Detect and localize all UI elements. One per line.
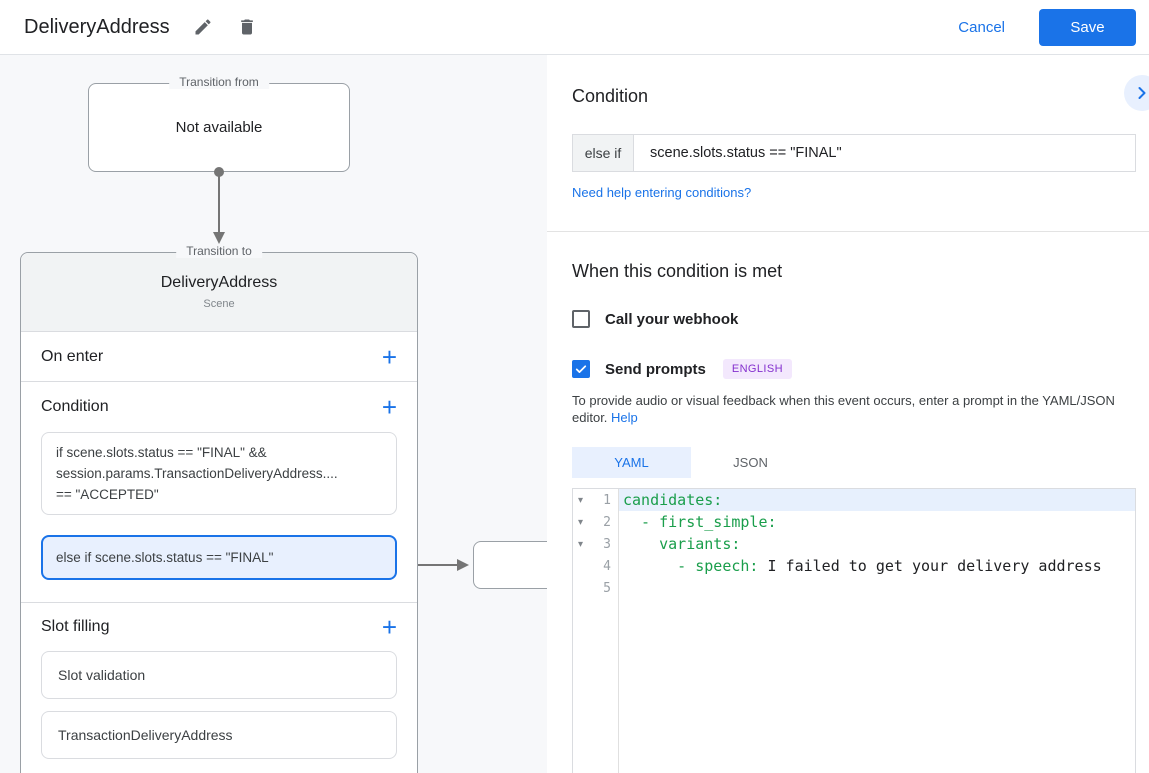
transition-from-value: Not available bbox=[175, 119, 263, 136]
edit-icon[interactable] bbox=[192, 16, 214, 38]
send-prompts-checkbox[interactable] bbox=[572, 360, 590, 378]
flow-canvas: Transition from Not available Transition… bbox=[0, 55, 547, 773]
transition-from-label: Transition from bbox=[169, 75, 269, 89]
gutter-line-2: ▾ 2 bbox=[573, 511, 618, 533]
code-line-5 bbox=[619, 577, 1135, 599]
webhook-label: Call your webhook bbox=[605, 310, 739, 328]
editor-code-area[interactable]: candidates: - first_simple: variants: - … bbox=[619, 489, 1135, 773]
condition-item-1-line-2: session.params.TransactionDeliveryAddres… bbox=[56, 466, 338, 481]
add-on-enter-icon[interactable]: + bbox=[381, 341, 397, 372]
code-line-3: variants: bbox=[619, 533, 1135, 555]
page-title: DeliveryAddress bbox=[24, 15, 170, 38]
line-number: 3 bbox=[603, 536, 611, 552]
feedback-description: To provide audio or visual feedback when… bbox=[572, 392, 1138, 426]
top-bar: DeliveryAddress Cancel Save bbox=[0, 0, 1149, 55]
fold-icon[interactable]: ▾ bbox=[577, 538, 584, 550]
code-line-4: - speech: I failed to get your delivery … bbox=[619, 555, 1135, 577]
when-met-title: When this condition is met bbox=[572, 261, 783, 281]
slot-validation-item[interactable]: Slot validation bbox=[41, 651, 397, 699]
fold-icon[interactable]: ▾ bbox=[577, 494, 584, 506]
send-prompts-label: Send prompts bbox=[605, 360, 706, 378]
condition-edit-panel: Condition else if scene.slots.status == … bbox=[547, 55, 1149, 773]
language-badge: ENGLISH bbox=[722, 359, 792, 379]
transition-to-label: Transition to bbox=[176, 244, 262, 258]
condition-title: Condition bbox=[41, 398, 109, 415]
feedback-text: To provide audio or visual feedback when… bbox=[572, 393, 1115, 425]
code-line-2: - first_simple: bbox=[619, 511, 1135, 533]
code-key: variants: bbox=[623, 535, 741, 553]
code-text: I failed to get your delivery address bbox=[758, 557, 1102, 575]
webhook-check-row: Call your webhook bbox=[572, 310, 1136, 328]
line-number: 2 bbox=[603, 514, 611, 530]
gutter-line-3: ▾ 3 bbox=[573, 533, 618, 555]
save-button[interactable]: Save bbox=[1039, 8, 1136, 46]
scene-card: Transition to DeliveryAddress Scene On e… bbox=[20, 244, 418, 773]
gutter-line-4: 4 bbox=[573, 555, 618, 577]
transition-from-box[interactable]: Transition from Not available bbox=[88, 75, 350, 172]
condition-section: Condition + if scene.slots.status == "FI… bbox=[21, 381, 417, 602]
gutter-line-5: 5 bbox=[573, 577, 618, 599]
condition-item-1[interactable]: if scene.slots.status == "FINAL" && sess… bbox=[41, 432, 397, 515]
feedback-help-link[interactable]: Help bbox=[611, 410, 638, 425]
slot-filling-section-header: Slot filling + bbox=[21, 603, 417, 651]
prompts-check-row: Send prompts ENGLISH bbox=[572, 359, 1136, 379]
on-enter-section[interactable]: On enter + bbox=[21, 331, 417, 381]
line-number: 4 bbox=[603, 558, 611, 574]
panel-title: Condition bbox=[572, 86, 649, 106]
add-slot-icon[interactable]: + bbox=[381, 612, 397, 642]
scene-name: DeliveryAddress bbox=[160, 274, 278, 291]
on-enter-title: On enter bbox=[41, 347, 104, 365]
yaml-editor[interactable]: ▾ 1 ▾ 2 ▾ 3 4 5 bbox=[572, 488, 1136, 773]
condition-item-1-line-3: == "ACCEPTED" bbox=[56, 487, 159, 502]
webhook-checkbox[interactable] bbox=[572, 310, 590, 328]
transition-target-box[interactable] bbox=[473, 541, 547, 589]
fold-icon[interactable]: ▾ bbox=[577, 516, 584, 528]
tab-yaml[interactable]: YAML bbox=[572, 447, 691, 478]
condition-item-2-selected[interactable]: else if scene.slots.status == "FINAL" bbox=[41, 535, 397, 580]
scene-card-header[interactable]: DeliveryAddress Scene bbox=[21, 253, 417, 331]
delete-icon[interactable] bbox=[236, 16, 258, 38]
condition-input-row: else if scene.slots.status == "FINAL" bbox=[572, 134, 1136, 172]
gutter-line-1: ▾ 1 bbox=[573, 489, 618, 511]
scene-type-label: Scene bbox=[203, 298, 235, 310]
tab-json[interactable]: JSON bbox=[733, 455, 768, 470]
code-line-1: candidates: bbox=[619, 489, 1135, 511]
code-key: - speech: bbox=[623, 557, 759, 575]
collapse-panel-button[interactable] bbox=[1124, 75, 1149, 111]
code-key: - first_simple: bbox=[623, 513, 777, 531]
line-number: 5 bbox=[603, 580, 611, 596]
cancel-button[interactable]: Cancel bbox=[958, 18, 1005, 36]
add-condition-icon[interactable]: + bbox=[381, 392, 397, 422]
condition-item-1-line-1: if scene.slots.status == "FINAL" && bbox=[56, 445, 267, 460]
condition-section-header: Condition + bbox=[21, 382, 417, 432]
condition-input[interactable]: scene.slots.status == "FINAL" bbox=[650, 145, 842, 161]
code-key: candidates: bbox=[623, 491, 723, 509]
editor-gutter: ▾ 1 ▾ 2 ▾ 3 4 5 bbox=[573, 489, 619, 773]
slot-filling-title: Slot filling bbox=[41, 618, 110, 635]
condition-prefix: else if bbox=[573, 135, 634, 171]
editor-tabs: YAML JSON bbox=[572, 447, 1136, 478]
slot-transaction-item[interactable]: TransactionDeliveryAddress bbox=[41, 711, 397, 759]
conditions-help-link[interactable]: Need help entering conditions? bbox=[572, 185, 752, 200]
line-number: 1 bbox=[603, 492, 611, 508]
slot-filling-section: Slot filling + Slot validation Transacti… bbox=[21, 602, 417, 759]
panel-divider bbox=[547, 231, 1149, 232]
